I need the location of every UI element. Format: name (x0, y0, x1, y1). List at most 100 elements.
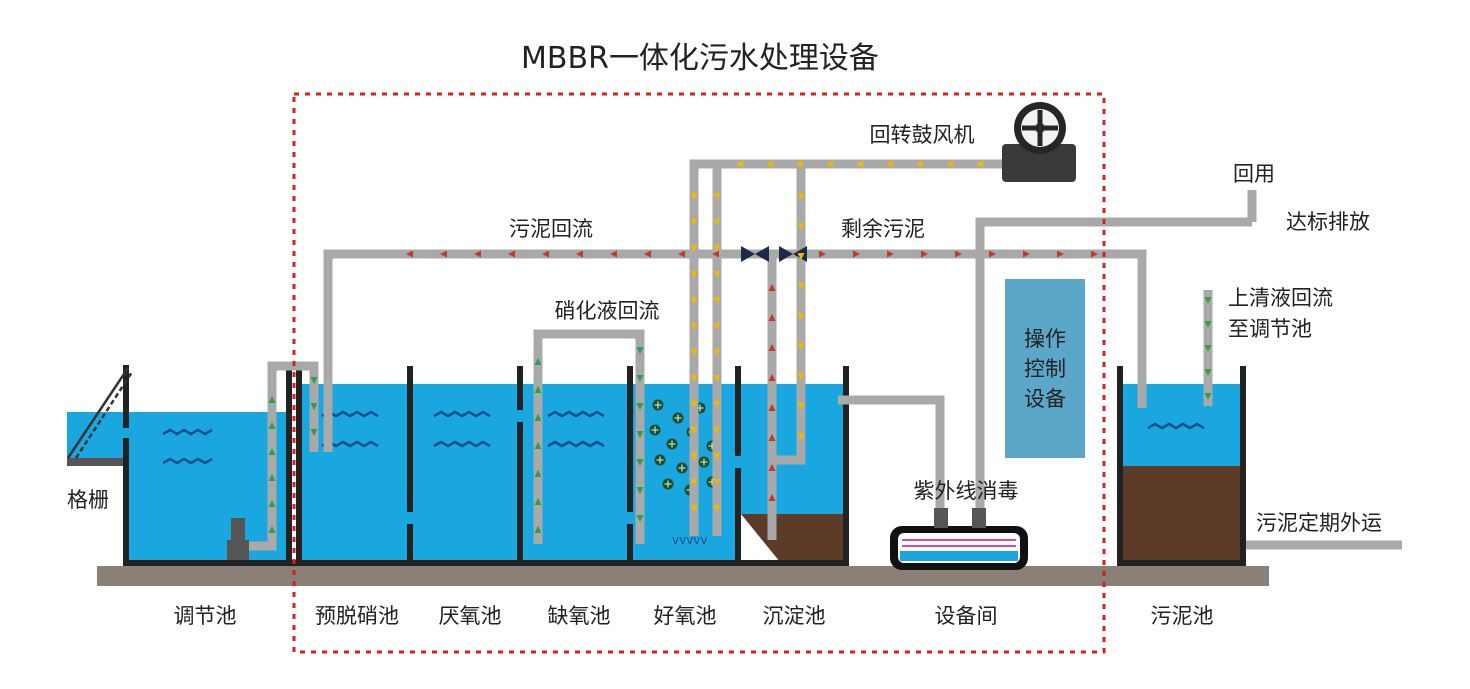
flow-arrow-icon (797, 373, 805, 380)
flow-arrow-icon (713, 427, 721, 434)
tank-wall (407, 366, 413, 566)
flow-arrow-icon (310, 403, 318, 410)
inlet-channel-water (67, 412, 127, 460)
flow-arrow-icon (955, 250, 962, 258)
sludge-transport-label: 污泥定期外运 (1256, 511, 1382, 535)
uv-label: 紫外线消毒 (914, 479, 1019, 503)
flow-arrow-icon (268, 500, 276, 507)
lift-pump-outlet (227, 540, 249, 562)
flow-arrow-icon (713, 271, 721, 278)
flow-arrow-icon (713, 479, 721, 486)
wave-icon (1147, 422, 1205, 430)
flow-arrow-icon (797, 193, 805, 200)
ground-base (97, 566, 1269, 586)
flow-arrow-icon (474, 250, 481, 258)
flow-arrow-icon (768, 494, 776, 501)
flow-arrow-icon (768, 374, 776, 381)
flow-arrow-icon (768, 404, 776, 411)
flow-arrow-icon (797, 313, 805, 320)
tank-label-equipment-room: 设备间 (935, 604, 998, 628)
control-equipment: 操作 控制 设备 (1005, 279, 1085, 458)
control-label-3: 设备 (1024, 387, 1066, 411)
supernatant-return-label-2: 至调节池 (1228, 317, 1312, 341)
flow-arrow-icon (736, 160, 743, 168)
wave-icon (433, 440, 491, 448)
flow-arrow-icon (797, 403, 805, 410)
tank-wall (286, 366, 292, 566)
flow-arrow-icon (796, 160, 803, 168)
wave-icon (547, 410, 605, 418)
flow-arrow-icon (712, 250, 719, 258)
flow-arrow-icon (690, 349, 698, 356)
tank-label-anoxic: 缺氧池 (548, 604, 611, 628)
rotary-blower (1002, 102, 1076, 182)
flow-arrow-icon (690, 453, 698, 460)
sludge-tank (1117, 366, 1246, 566)
flow-arrow-icon (508, 250, 515, 258)
flow-arrow-icon (542, 250, 549, 258)
flow-arrow-icon (636, 487, 644, 494)
sedimentation-sludge (741, 514, 844, 562)
flow-arrow-icon (768, 464, 776, 471)
regulating-tank-left-wall (123, 365, 129, 566)
tank-wall (1240, 366, 1246, 566)
flow-arrow-icon (268, 422, 276, 429)
supernatant-return-label-1: 上清液回流 (1228, 286, 1333, 310)
flow-arrow-icon (690, 505, 698, 512)
flow-arrow-icon (310, 377, 318, 384)
flow-arrow-icon (268, 396, 276, 403)
treatment-tanks: vvvvv (123, 366, 849, 566)
flow-arrow-icon (713, 401, 721, 408)
aeration-diffuser-icon: vvvvv (672, 533, 708, 547)
tank-label-regulating: 调节池 (174, 604, 237, 628)
wave-icon (547, 440, 605, 448)
flow-arrow-icon (1204, 393, 1212, 400)
flow-arrow-icon (440, 250, 447, 258)
flow-arrow-icon (636, 431, 644, 438)
flow-arrow-icon (853, 250, 860, 258)
flow-arrow-icon (797, 283, 805, 290)
flow-arrow-icon (946, 160, 953, 168)
equipment-boundary (292, 92, 1106, 654)
grille (66, 367, 134, 459)
flow-arrow-icon (1023, 250, 1030, 258)
flow-arrow-icon (713, 349, 721, 356)
flow-arrow-icon (766, 160, 773, 168)
flow-arrow-icon (1057, 250, 1064, 258)
flow-arrow-icon (1204, 345, 1212, 352)
sedimentation-water (738, 384, 846, 514)
flow-arrow-icon (713, 297, 721, 304)
discharge-label: 达标排放 (1286, 210, 1370, 234)
flow-arrow-icon (690, 193, 698, 200)
flow-arrow-icon (1204, 321, 1212, 328)
sludge-tank-sludge (1122, 466, 1242, 564)
flow-arrow-icon (797, 343, 805, 350)
flow-arrow-icon (1204, 297, 1212, 304)
flow-arrow-icon (534, 526, 542, 533)
flow-arrow-icon (797, 433, 805, 440)
tank-label-sludge: 污泥池 (1151, 604, 1214, 628)
tank-wall (627, 366, 633, 566)
tank-label-aerobic: 好氧池 (654, 604, 717, 628)
flow-arrow-icon (768, 284, 776, 291)
flow-arrow-icon (989, 250, 996, 258)
tank-label-anaerobic: 厌氧池 (439, 604, 502, 628)
flow-arrow-icon (636, 515, 644, 522)
regulating-tank (67, 365, 287, 566)
tank-floor (123, 560, 849, 566)
flow-arrow-icon (644, 250, 651, 258)
flow-arrow-icon (768, 344, 776, 351)
excess-sludge-label: 剩余污泥 (841, 217, 925, 241)
discharge-pipe (975, 217, 1252, 510)
flow-arrow-icon (534, 442, 542, 449)
flow-arrow-icon (713, 323, 721, 330)
valve-icon (741, 246, 769, 262)
air-pipe-main (689, 159, 1002, 536)
flow-arrow-icon (1091, 250, 1098, 258)
tank-wall (296, 366, 302, 566)
flow-arrow-icon (268, 526, 276, 533)
flow-arrow-icon (713, 505, 721, 512)
flow-arrow-icon (534, 470, 542, 477)
flow-arrow-icon (916, 160, 923, 168)
tank-wall (517, 366, 523, 566)
